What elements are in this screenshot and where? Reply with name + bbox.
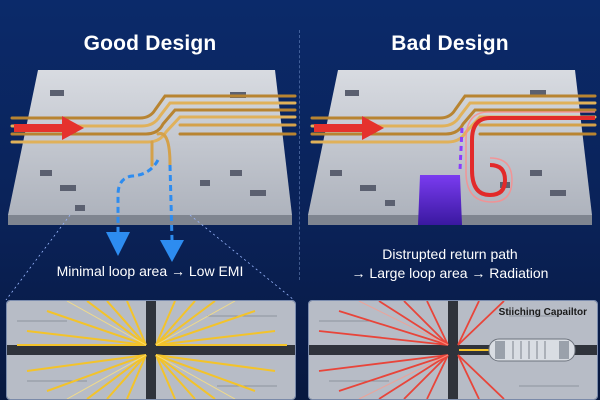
bad-design-panel: Bad Design (300, 0, 600, 400)
stitching-capacitor (459, 338, 576, 362)
bad-design-title: Bad Design (391, 32, 509, 55)
signal-direction-arrow (14, 116, 84, 140)
bad-design-caption-line2: → Large loop area → Radiation (351, 265, 549, 281)
good-design-title: Good Design (83, 32, 217, 55)
return-arrow-left (106, 232, 130, 256)
zoom-guide-right (189, 214, 295, 300)
return-path-loop (470, 116, 595, 198)
good-design-board (5, 70, 297, 300)
zoom-guide-left (5, 214, 71, 300)
bad-design-zoom: Stiiching Capailtor (308, 300, 598, 400)
bad-zoom-art (309, 301, 597, 399)
pcb-edge (8, 215, 292, 225)
good-design-zoom (6, 300, 296, 400)
stitching-capacitor-label: Stiiching Capailtor (498, 307, 587, 318)
signal-traces (10, 94, 297, 167)
good-design-panel: Good Design (5, 32, 297, 300)
ground-plane-slot (418, 175, 462, 225)
good-zoom-art (7, 301, 295, 399)
signal-direction-arrow (314, 116, 384, 140)
bad-design-caption-line1: Distrupted return path (382, 246, 518, 262)
return-arrow-right (160, 240, 184, 262)
return-path (116, 159, 174, 241)
return-path-diversion (458, 127, 464, 171)
bad-design-board (308, 70, 597, 225)
panel-divider (299, 30, 301, 280)
good-design-caption: Minimal loop area → Low EMI (56, 263, 244, 279)
